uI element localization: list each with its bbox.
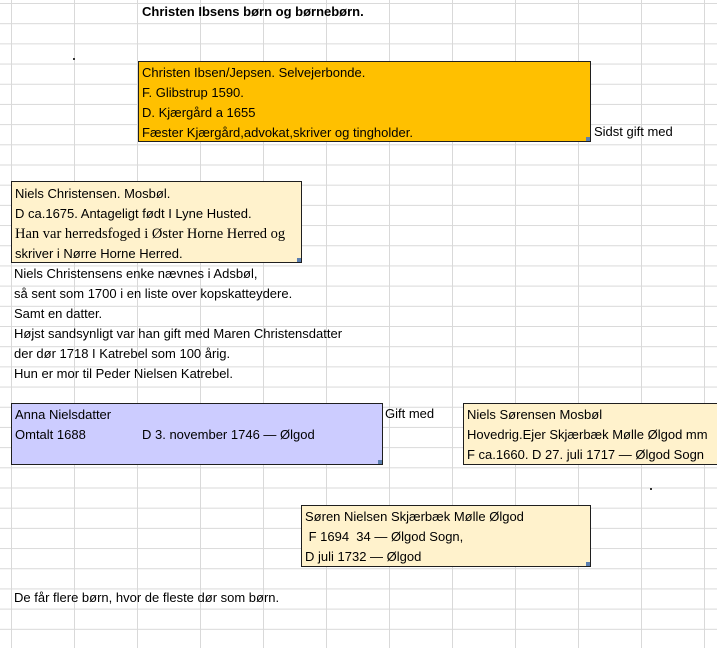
bottom-note[interactable]: De får flere børn, hvor de fleste dør so… — [14, 590, 280, 605]
resize-handle[interactable] — [297, 258, 301, 262]
resize-handle[interactable] — [378, 460, 382, 464]
christen-line-3: D. Kjærgård a 1655 — [142, 105, 256, 120]
sheet-title[interactable]: Christen Ibsens børn og børnebørn. — [142, 4, 364, 19]
anna-line-2a: Omtalt 1688 — [15, 427, 86, 442]
note-line-3[interactable]: Samt en datter. — [14, 306, 103, 321]
niels-sorensen-textbox[interactable]: Niels Sørensen Mosbøl Hovedrig.Ejer Skjæ… — [463, 403, 717, 465]
niels-c-line-3: Han var herredsfoged i Øster Horne Herre… — [15, 226, 286, 242]
christen-ibsen-textbox[interactable]: Christen Ibsen/Jepsen. Selvejerbonde. F.… — [138, 61, 591, 142]
note-line-2[interactable]: så sent som 1700 i en liste over kopskat… — [14, 286, 293, 301]
anna-line-2b: D 3. november 1746 — Ølgod — [142, 427, 315, 442]
stray-dot — [650, 488, 652, 490]
gift-med-label[interactable]: Gift med — [385, 406, 435, 421]
note-line-1[interactable]: Niels Christensens enke nævnes i Adsbøl, — [14, 266, 258, 281]
niels-s-line-2: Hovedrig.Ejer Skjærbæk Mølle Ølgod mm — [467, 427, 708, 442]
christen-line-1: Christen Ibsen/Jepsen. Selvejerbonde. — [142, 65, 366, 80]
soren-nielsen-textbox[interactable]: Søren Nielsen Skjærbæk Mølle Ølgod F 169… — [301, 505, 591, 567]
note-line-6[interactable]: Hun er mor til Peder Nielsen Katrebel. — [14, 366, 233, 381]
soren-line-1: Søren Nielsen Skjærbæk Mølle Ølgod — [305, 509, 524, 524]
niels-s-line-3: F ca.1660. D 27. juli 1717 — Ølgod Sogn — [467, 447, 705, 462]
resize-handle[interactable] — [586, 137, 590, 141]
stray-dot — [73, 58, 75, 60]
soren-line-2: F 1694 34 — Ølgod Sogn, — [305, 529, 464, 544]
christen-line-2: F. Glibstrup 1590. — [142, 85, 244, 100]
note-line-5[interactable]: der dør 1718 I Katrebel som 100 årig. — [14, 346, 231, 361]
niels-c-line-1: Niels Christensen. Mosbøl. — [15, 186, 171, 201]
niels-s-line-1: Niels Sørensen Mosbøl — [467, 407, 603, 422]
side-note-married[interactable]: Sidst gift med — [594, 124, 673, 139]
niels-c-line-4: skriver i Nørre Horne Herred. — [15, 246, 183, 261]
note-line-4[interactable]: Højst sandsynligt var han gift med Maren… — [14, 326, 343, 341]
soren-line-3: D juli 1732 — Ølgod — [305, 549, 422, 564]
niels-christensen-textbox[interactable]: Niels Christensen. Mosbøl. D ca.1675. An… — [11, 181, 302, 263]
niels-c-line-2: D ca.1675. Antageligt født I Lyne Husted… — [15, 206, 252, 221]
christen-line-4: Fæster Kjærgård,advokat,skriver og tingh… — [142, 125, 413, 140]
anna-line-1: Anna Nielsdatter — [15, 407, 112, 422]
resize-handle[interactable] — [586, 562, 590, 566]
anna-nielsdatter-textbox[interactable]: Anna Nielsdatter Omtalt 1688 D 3. novemb… — [11, 403, 383, 465]
